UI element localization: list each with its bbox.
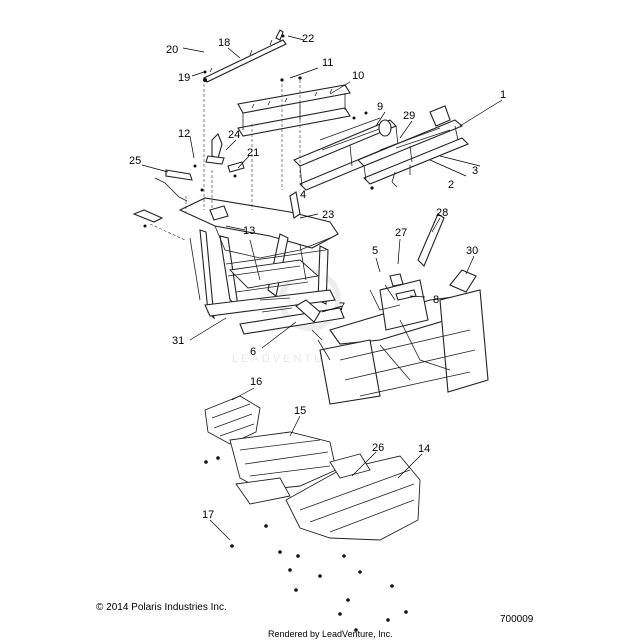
callout-25: 25 [129,155,141,167]
callout-13: 13 [243,225,255,237]
part-18-bar [203,29,287,83]
callout-24: 24 [228,129,240,141]
part-1-rack [357,105,469,190]
callout-6: 6 [250,346,256,358]
rendered-by-text: Rendered by LeadVenture, Inc. [268,629,393,639]
alignment-lines [149,80,301,241]
callout-14: 14 [418,443,430,455]
callout-18: 18 [218,37,230,49]
callout-29: 29 [403,110,415,122]
callouts: 1 2 3 4 5 6 7 8 9 10 11 12 13 14 15 16 1… [129,33,506,521]
copyright-text: © 2014 Polaris Industries Inc. [96,602,227,613]
callout-31: 31 [172,335,184,347]
callout-5: 5 [372,245,378,257]
main-frame [178,191,345,335]
callout-4: 4 [300,189,306,201]
callout-2: 2 [448,179,454,191]
callout-26: 26 [372,442,384,454]
callout-19: 19 [178,72,190,84]
small-brackets [132,133,245,228]
callout-22: 22 [302,33,314,45]
callout-10: 10 [352,70,364,82]
callout-20: 20 [166,44,178,56]
callout-17: 17 [202,509,214,521]
callout-30: 30 [466,245,478,257]
watermark-text: LEADVENTURE [232,353,346,365]
callout-15: 15 [294,405,306,417]
callout-1: 1 [500,89,506,101]
callout-27: 27 [395,227,407,239]
callout-28: 28 [436,207,448,219]
callout-11: 11 [322,57,333,69]
callout-21: 21 [247,147,259,159]
callout-7: 7 [339,301,345,313]
diagram-id: 700009 [500,614,534,625]
skid-plates [204,395,421,632]
rear-frame [311,213,489,405]
callout-8: 8 [433,294,439,306]
leader-lines [141,35,503,541]
callout-16: 16 [250,376,262,388]
callout-23: 23 [322,209,334,221]
callout-12: 12 [178,128,190,140]
part-10-rack [237,76,351,137]
callout-9: 9 [377,101,383,113]
callout-3: 3 [472,165,478,177]
